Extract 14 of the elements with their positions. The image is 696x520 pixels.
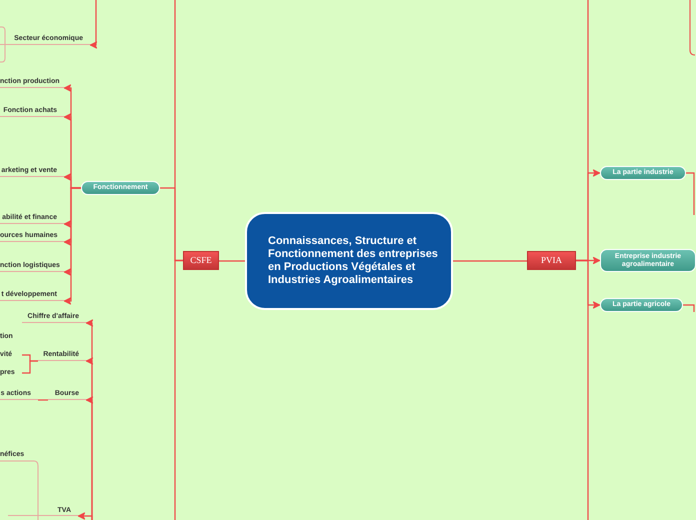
connector-line [576,260,589,520]
connector-line [219,260,245,262]
connector-line [453,260,527,262]
connector-line [686,172,695,216]
connector-line [174,260,183,520]
connector-line [90,0,98,49]
main-topic-box: PVIA [527,251,576,270]
connector-line [64,187,81,305]
main-topic-box: CSFE [183,251,219,270]
connector-line [22,360,38,374]
connector-line [78,512,93,520]
connector-line [683,304,695,313]
central-topic-box: Connaissances, Structure et Fonctionnement des entreprises en Productions Végétales et Industries Agroalimentaires [245,212,453,310]
connector-line [38,399,48,401]
